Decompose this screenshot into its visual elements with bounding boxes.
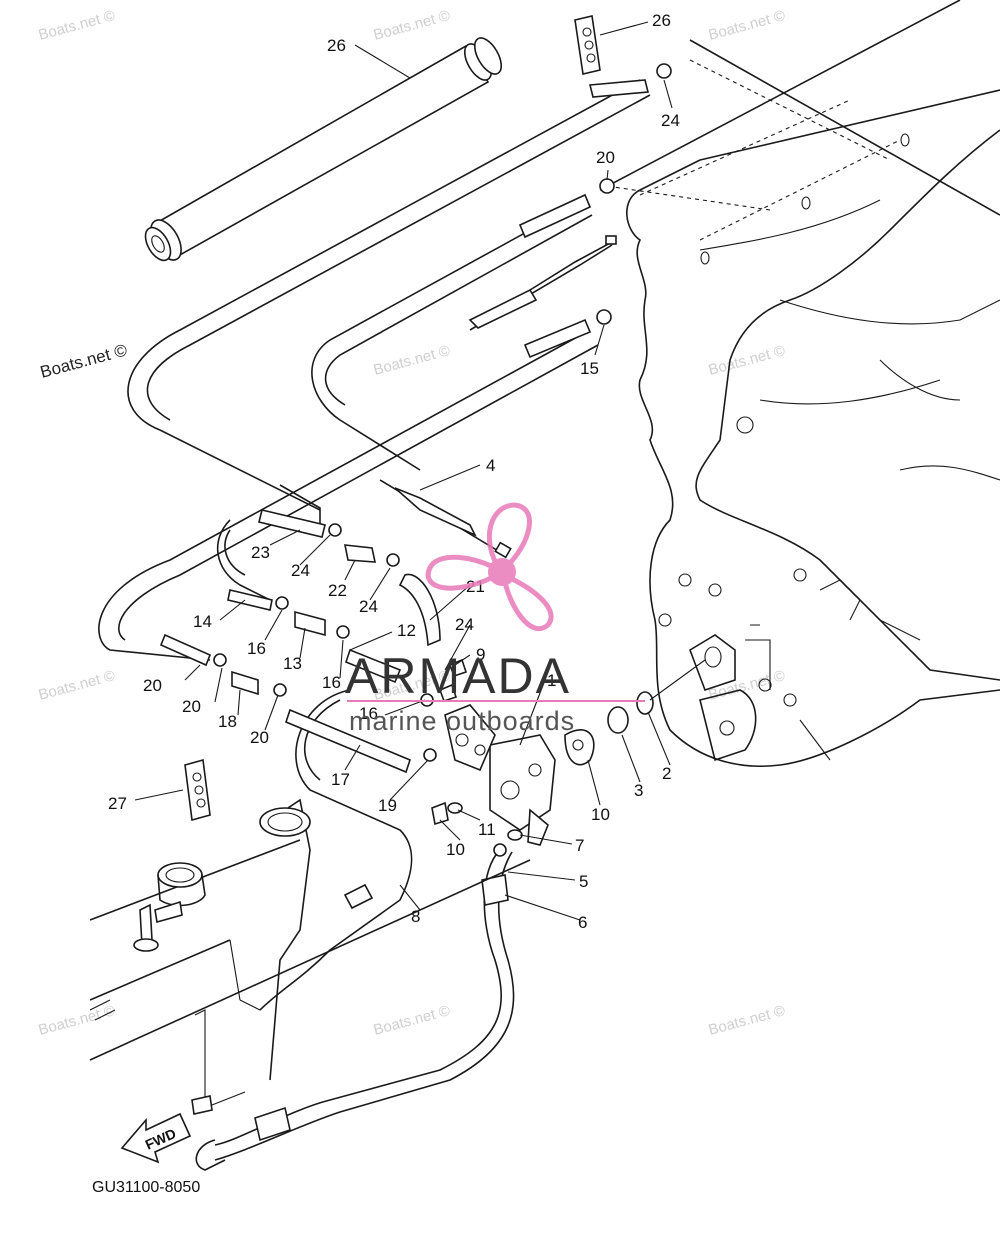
callout-20: 20	[250, 728, 269, 747]
brand-name: ARMADA	[345, 648, 571, 704]
callout-4: 4	[486, 456, 495, 475]
callout-1: 1	[547, 671, 556, 690]
watermarks: Boats.net © Boats.net © Boats.net © Boat…	[37, 7, 787, 1039]
callout-5: 5	[579, 872, 588, 891]
watermark: Boats.net ©	[707, 7, 787, 44]
callout-25: 26	[327, 36, 346, 55]
pump-assembly	[159, 15, 706, 1115]
callout-3: 3	[634, 781, 643, 800]
watermark: Boats.net ©	[38, 340, 129, 382]
callout-16: 16	[359, 704, 378, 723]
callout-17: 17	[331, 770, 350, 789]
hose-routing	[98, 79, 651, 1171]
callout-14: 13	[283, 654, 302, 673]
callout-2: 2	[662, 764, 671, 783]
callout-8: 8	[411, 907, 420, 926]
diagram-part-code: GU31100-8050	[92, 1179, 200, 1196]
callout-24: 24	[359, 597, 378, 616]
callout-26: 26	[652, 11, 671, 30]
callout-18: 18	[218, 712, 237, 731]
leader-lines	[134, 21, 673, 1106]
callout-11: 10	[446, 840, 465, 859]
callout-23: 23	[251, 543, 270, 562]
propeller-icon	[425, 502, 554, 631]
forward-arrow: FWD	[120, 1112, 192, 1164]
callout-10: 10	[591, 805, 610, 824]
watermark: Boats.net ©	[372, 1002, 452, 1039]
watermark: Boats.net ©	[372, 342, 452, 379]
callout-20: 20	[596, 148, 615, 167]
callout-26: 27	[108, 794, 127, 813]
callout-15: 14	[193, 612, 212, 631]
callout-24: 24	[455, 615, 474, 634]
armada-logo: ARMADA marine outboards	[345, 502, 645, 736]
callout-6: 6	[578, 913, 587, 932]
callout-13: 12	[397, 621, 416, 640]
watermark: Boats.net ©	[707, 1002, 787, 1039]
callout-24: 24	[291, 561, 310, 580]
brand-tagline: marine outboards	[349, 706, 575, 736]
callout-16: 15	[580, 359, 599, 378]
fuel-tank	[89, 798, 531, 1100]
part-25-tube	[144, 37, 503, 262]
callout-19: 20	[143, 676, 162, 695]
callout-20: 19	[378, 796, 397, 815]
callout-labels: 26 26 24 20 15 4 23 24 22 24 2 1 14 16 13…	[108, 11, 680, 932]
callout-20: 20	[182, 697, 201, 716]
callout-12: 11	[478, 820, 496, 839]
engine-block	[599, 0, 1000, 768]
watermark: Boats.net ©	[707, 342, 787, 379]
callout-16: 16	[322, 673, 341, 692]
callout-7: 7	[575, 836, 584, 855]
watermark: Boats.net ©	[372, 7, 452, 44]
watermark: Boats.net ©	[37, 7, 117, 44]
watermark: Boats.net ©	[37, 667, 117, 704]
watermark: Boats.net ©	[37, 1002, 117, 1039]
brand-underline	[347, 700, 645, 702]
callout-9: 9	[476, 645, 485, 664]
callout-22: 22	[328, 581, 347, 600]
callout-16: 16	[247, 639, 266, 658]
callout-24: 24	[661, 111, 680, 130]
